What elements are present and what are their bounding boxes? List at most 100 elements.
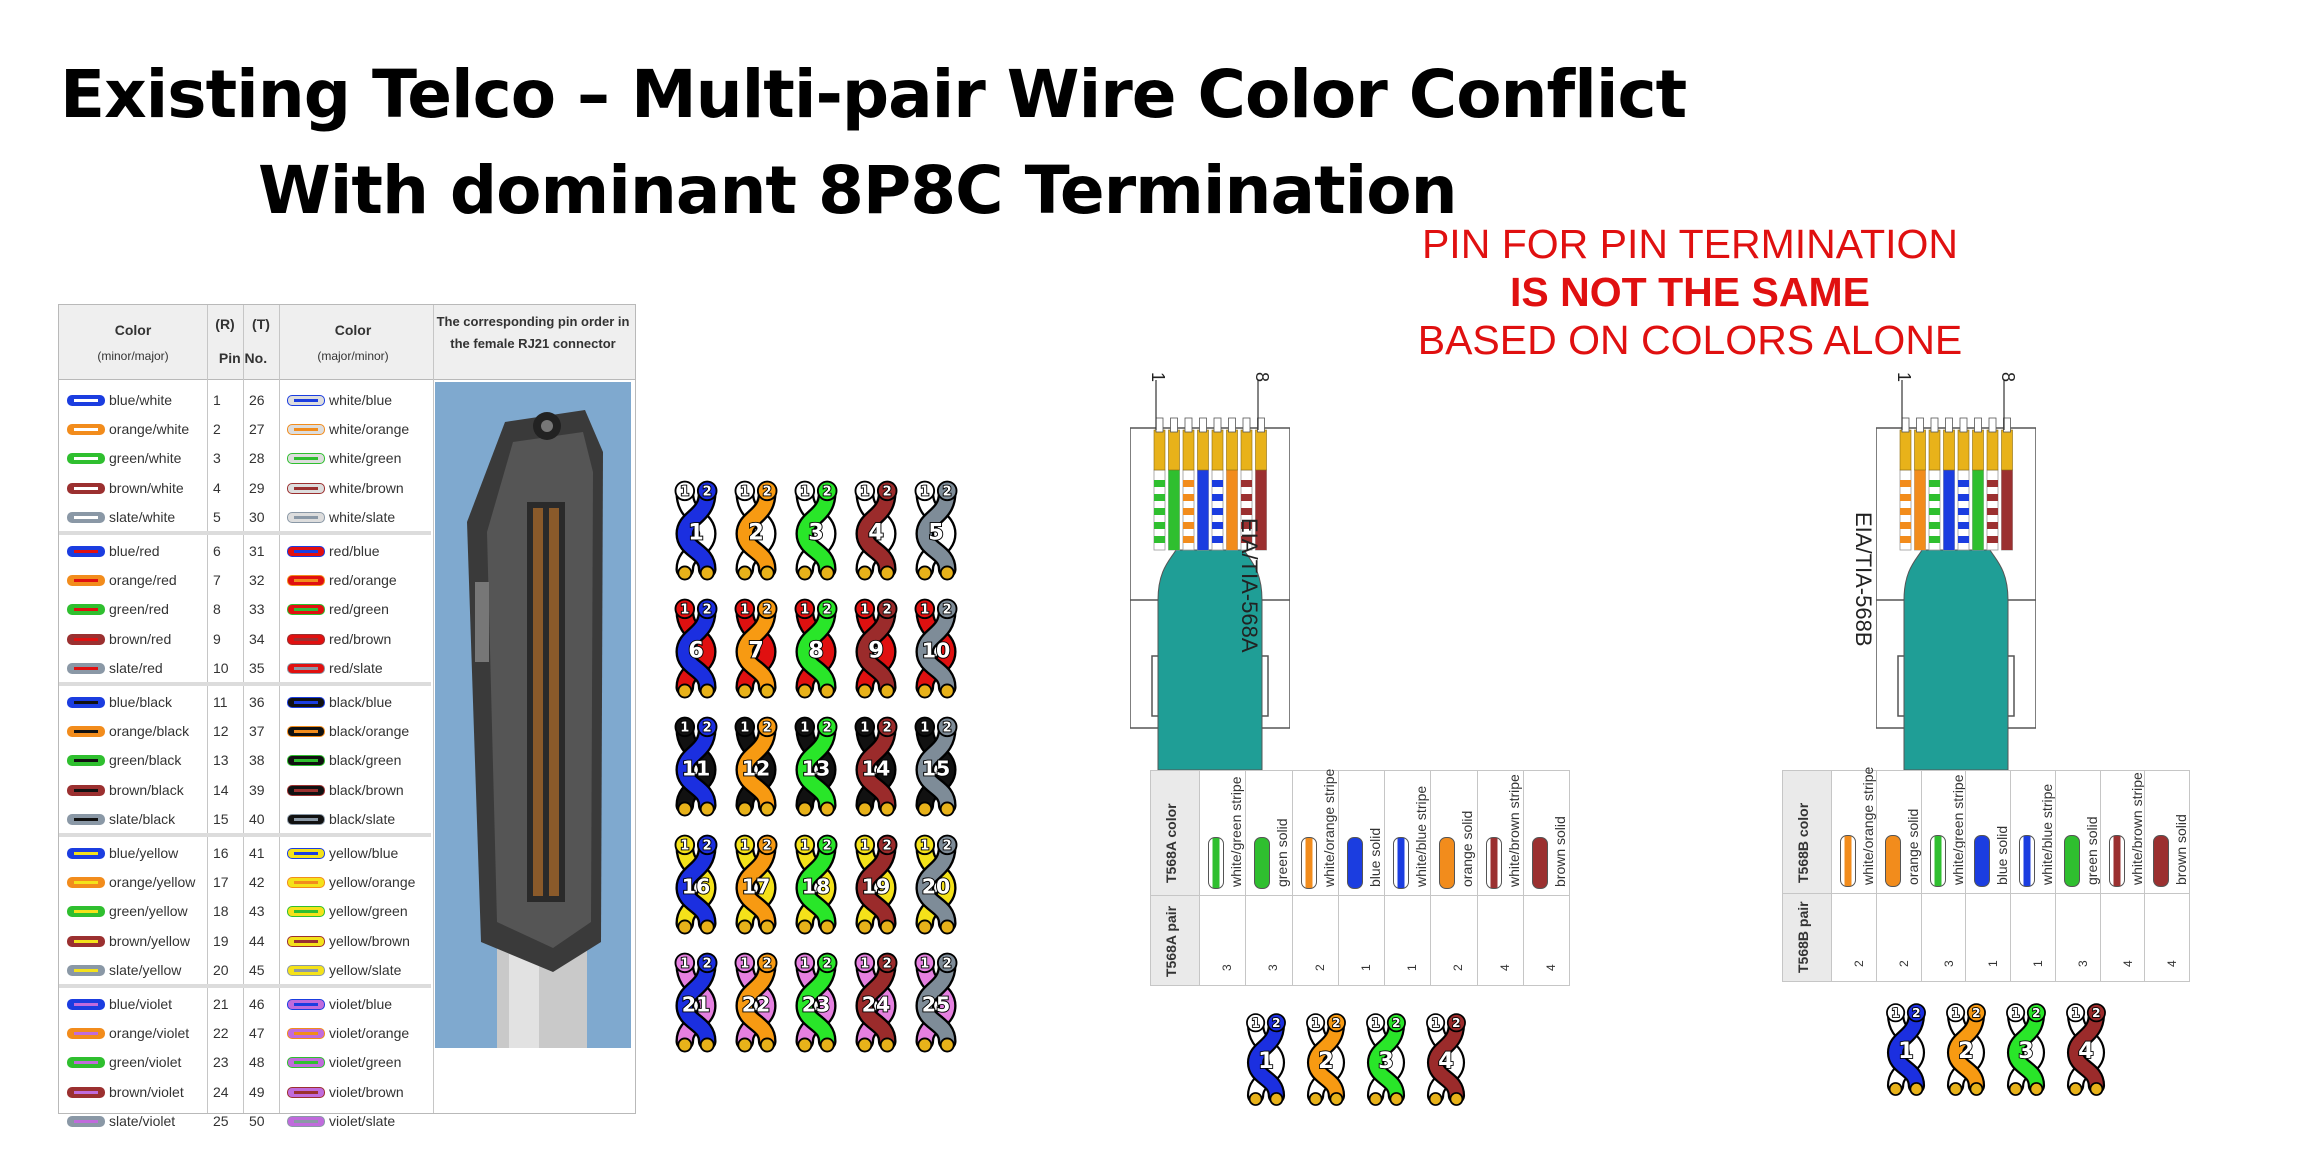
- wire-pair: 4: [2120, 960, 2135, 967]
- pin-r: 18: [213, 903, 229, 920]
- pin-cap-a: [854, 598, 876, 620]
- color-minor-major: blue/red: [109, 543, 160, 559]
- pin-t: 40: [249, 810, 265, 827]
- wire-pair: 3: [1220, 964, 1234, 971]
- gold-contact: [939, 801, 955, 817]
- pin-cap-b: [1266, 1013, 1286, 1033]
- color-minor-major: brown/red: [109, 630, 172, 647]
- pin-cap-b-label: 2: [763, 603, 772, 618]
- pin-cap-a-label: 1: [1951, 1006, 1959, 1020]
- pin-cap-b-label: 2: [1972, 1006, 1980, 1020]
- pin-r: 2: [213, 421, 221, 438]
- pair-number: 10: [922, 638, 951, 662]
- gold-contact: [699, 801, 715, 817]
- pin-cap-b: [1446, 1013, 1466, 1033]
- pair-number: 8: [808, 637, 824, 663]
- header-rj21: The corresponding pin order in the femal…: [436, 314, 630, 351]
- wire-swatch: [287, 1028, 325, 1040]
- group-separator: [59, 682, 431, 686]
- pin-r: 17: [213, 874, 229, 891]
- gold-contact: [797, 1037, 813, 1053]
- color-minor-major: slate/yellow: [109, 961, 182, 978]
- color-minor-major: blue/white: [109, 392, 173, 408]
- wire-swatch: [1254, 837, 1271, 890]
- gold-contact: [819, 801, 835, 817]
- gold-contact: [1269, 1092, 1284, 1106]
- color-minor-major: green/white: [109, 450, 182, 467]
- pair-number: 2: [1958, 1038, 1974, 1064]
- pin-cap-b-label: 2: [1272, 1016, 1280, 1030]
- pin-t: 27: [249, 421, 265, 438]
- wire-swatch: [287, 813, 325, 825]
- color-minor-major: blue/violet: [109, 996, 173, 1012]
- pin-cap-a-label: 1: [920, 485, 929, 500]
- pair-number: 4: [2078, 1038, 2094, 1064]
- pin-cap-a-label: 1: [920, 957, 929, 972]
- wire-swatch: [67, 906, 105, 918]
- gold-contact: [737, 565, 753, 581]
- wire-swatch: [67, 935, 105, 947]
- pin-cap-a: [1366, 1013, 1386, 1033]
- gold-contact: [737, 919, 753, 935]
- pin-cap-b-label: 2: [943, 603, 952, 618]
- t568b-label: EIA/TIA-568B: [1851, 512, 1876, 647]
- header-r: (R): [215, 316, 235, 332]
- pair-number: 11: [682, 756, 711, 780]
- pin-cap-a: [794, 952, 816, 974]
- pin-cap-a: [914, 834, 936, 856]
- pair-number: 16: [682, 874, 711, 898]
- pair-number: 4: [868, 519, 884, 545]
- pin-cap-b-label: 2: [823, 721, 832, 736]
- pin-cap-b-label: 2: [883, 957, 892, 972]
- pin-cap-b: [1386, 1013, 1406, 1033]
- pin-cap-b-label: 2: [823, 839, 832, 854]
- pair-number: 1: [1258, 1048, 1274, 1074]
- gold-contact: [1909, 1082, 1924, 1096]
- pair-number: 21: [682, 992, 711, 1016]
- pair-number: 14: [862, 756, 891, 780]
- pin-8-marker: 8: [1252, 372, 1272, 382]
- pin-cap-a: [734, 834, 756, 856]
- color-major-minor: violet/slate: [329, 1112, 396, 1129]
- wire-swatch: [2153, 834, 2170, 887]
- pin-cap-b: [936, 716, 958, 738]
- pin-cap-a: [2006, 1003, 2026, 1023]
- group-separator: [59, 531, 431, 535]
- pin-cap-a: [2066, 1003, 2086, 1023]
- pin-cap-a-label: 1: [740, 957, 749, 972]
- pin-cap-a-label: 1: [1251, 1016, 1259, 1030]
- pin-cap-b-label: 2: [1392, 1016, 1400, 1030]
- gold-contact: [699, 1037, 715, 1053]
- color-major-minor: yellow/blue: [329, 845, 399, 861]
- wire-swatch: [67, 1115, 105, 1127]
- wire-swatch: [287, 784, 325, 796]
- pin-cap-a: [1426, 1013, 1446, 1033]
- color-major-minor: red/slate: [329, 659, 383, 676]
- color-major-minor: black/slate: [329, 810, 396, 827]
- color-major-minor: yellow/green: [329, 903, 408, 920]
- wire-swatch: [287, 662, 325, 674]
- pair-number: 24: [862, 992, 891, 1016]
- wire-swatch: [1485, 837, 1502, 890]
- wire-swatch: [287, 453, 325, 465]
- wire-swatch: [1884, 834, 1901, 887]
- pin-cap-a: [674, 598, 696, 620]
- gold-contact: [759, 683, 775, 699]
- wire-swatch: [287, 726, 325, 738]
- pin-r: 13: [213, 752, 229, 769]
- wire-swatch: [287, 906, 325, 918]
- pin-r: 4: [213, 479, 221, 496]
